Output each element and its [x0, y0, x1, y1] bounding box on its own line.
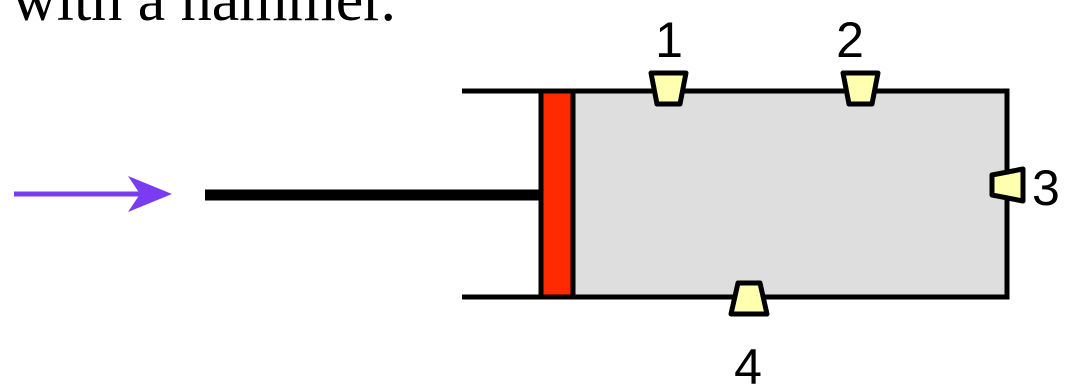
- sensor-3-icon: [989, 166, 1026, 204]
- gas-chamber: [569, 88, 1010, 300]
- sensor-4-label: 4: [734, 339, 762, 391]
- sensor-1-label: 1: [655, 12, 683, 68]
- piston-head: [538, 88, 576, 300]
- push-arrow-head: [128, 176, 172, 212]
- sensor-1-icon: [648, 70, 689, 107]
- sensor-2-icon: [840, 70, 881, 107]
- sensor-3-label: 3: [1032, 160, 1060, 216]
- push-arrow: [14, 176, 172, 212]
- sensor-4-icon: [728, 280, 770, 317]
- heading-text: with a hammer.: [12, 0, 396, 34]
- sensor-2-label: 2: [836, 12, 864, 68]
